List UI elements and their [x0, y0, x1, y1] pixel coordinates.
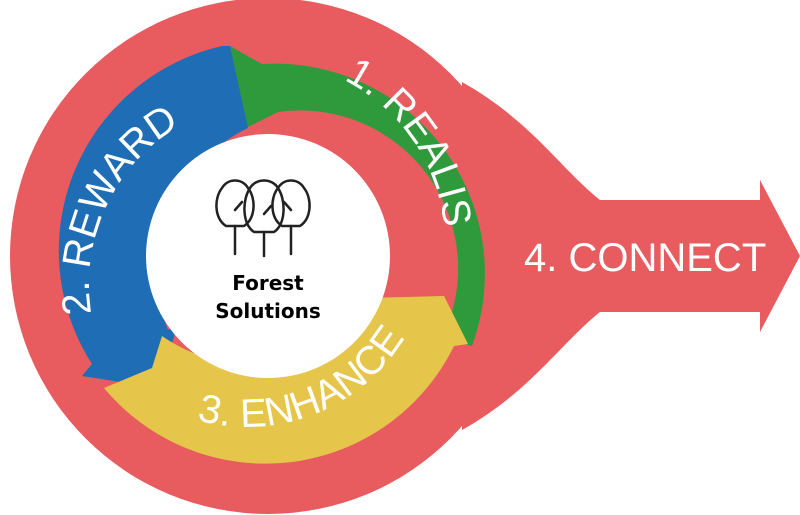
realise-segment	[230, 46, 485, 346]
connect-arrow	[462, 82, 800, 430]
trees-icon	[215, 179, 311, 258]
center-title-line1: Forest	[232, 271, 304, 295]
connect-label: 4. CONNECT	[524, 236, 766, 280]
enhance-segment	[104, 296, 468, 464]
center-title-line2: Solutions	[215, 299, 321, 323]
center-circle	[146, 134, 390, 378]
